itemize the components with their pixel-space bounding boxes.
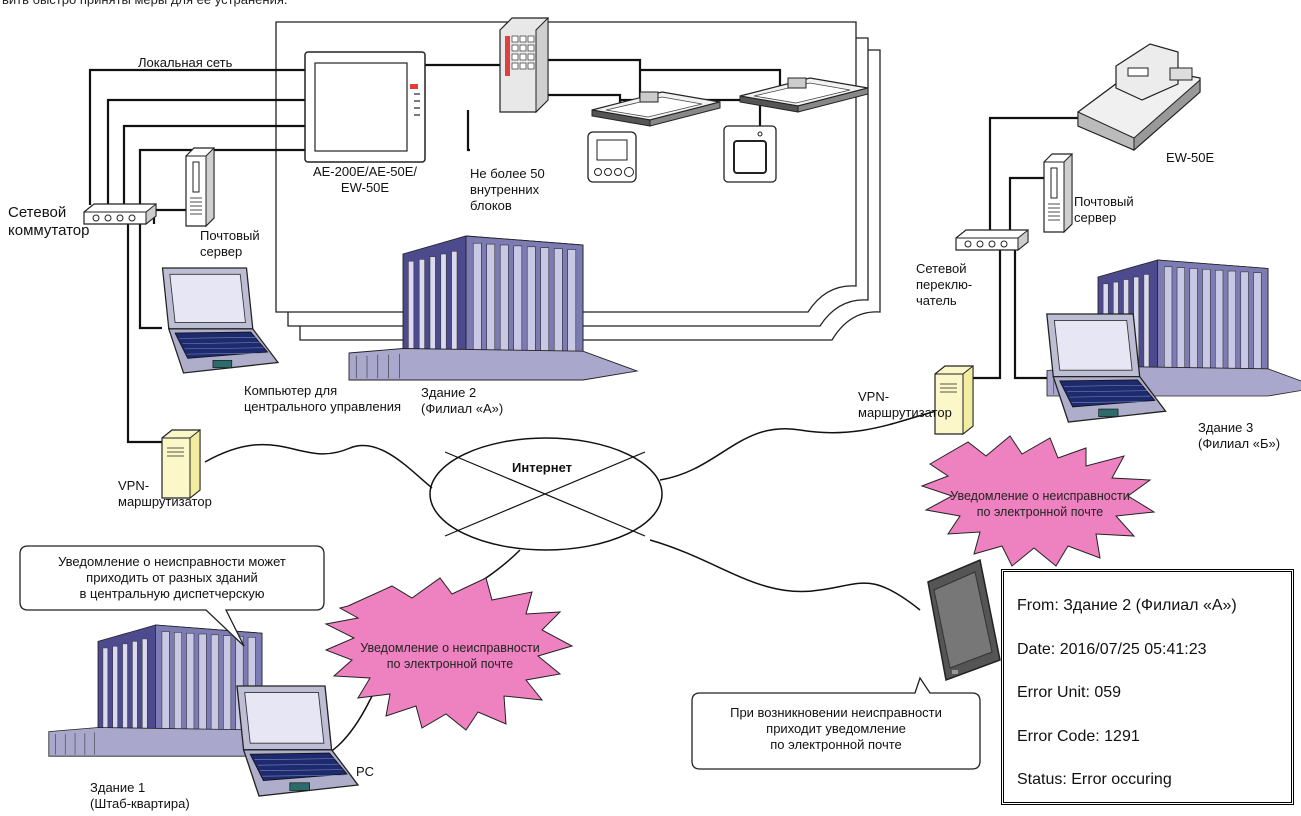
email-error-code: Error Code: 1291	[1017, 728, 1140, 745]
network-switch-hq	[83, 203, 157, 225]
email-from: From: Здание 2 (Филиал «A»)	[1017, 597, 1237, 614]
callout-hq	[19, 545, 325, 647]
building3-label: Здание 3 (Филиал «Б»)	[1198, 420, 1281, 451]
email-burst-b	[920, 435, 1156, 567]
email-burst-hq	[324, 577, 574, 731]
network-switch-b-label: Сетевой переклю- чатель	[916, 261, 973, 308]
email-burst-b-text: Уведомление о неисправности по электронн…	[950, 489, 1130, 519]
building1-label: Здание 1 (Штаб-квартира)	[90, 780, 190, 811]
central-laptop	[161, 267, 279, 374]
email-burst-hq-text: Уведомление о неисправности по электронн…	[360, 641, 540, 671]
ew50e-device	[1077, 43, 1201, 152]
vpn-router-hq-label: VPN- маршрутизатор	[118, 478, 212, 509]
local-network-label: Локальная сеть	[138, 55, 233, 70]
max-units-label: Не более 50 внутренних блоков	[470, 166, 545, 213]
email-status: Status: Error occuring	[1017, 771, 1172, 788]
pc-label: PC	[356, 764, 375, 779]
mail-server-hq-label: Почтовый сервер	[200, 228, 260, 259]
phone-notice-text: При возникновении неисправности приходит…	[730, 705, 942, 752]
mail-server-hq	[185, 147, 215, 227]
vpn-router-b-label: VPN- маршрутизатор	[858, 389, 952, 420]
internet-label: Интернет	[512, 460, 573, 475]
hq-notice-text: Уведомление о неисправности может приход…	[58, 554, 286, 601]
tablet-device	[927, 558, 1001, 682]
network-switch-hq-label: Сетевой коммутатор	[8, 204, 90, 239]
building2-label: Здание 2 (Филиал «А»)	[421, 385, 504, 416]
email-error-unit: Error Unit: 059	[1017, 684, 1122, 701]
central-controller-device	[304, 51, 426, 163]
network-switch-b	[955, 229, 1029, 251]
internet-cloud	[429, 437, 663, 551]
callout-phone	[691, 676, 981, 770]
top-caption: вить быстро приняты меры для ее устранен…	[2, 0, 288, 8]
pc-laptop	[236, 685, 359, 797]
central-pc-label: Компьютер для центрального управления	[244, 383, 402, 414]
mail-server-b	[1043, 153, 1073, 233]
email-notification-box: From: Здание 2 (Филиал «A») Date: 2016/0…	[1001, 569, 1294, 805]
outdoor-unit	[499, 16, 549, 114]
controllers-label: AE-200E/AE-50E/ EW-50E	[312, 164, 418, 195]
remote-controller-1	[587, 131, 637, 183]
remote-controller-2	[723, 125, 777, 183]
ew50e-label: EW-50E	[1166, 150, 1215, 165]
mail-server-b-label: Почтовый сервер	[1074, 194, 1134, 225]
email-date: Date: 2016/07/25 05:41:23	[1017, 641, 1207, 658]
